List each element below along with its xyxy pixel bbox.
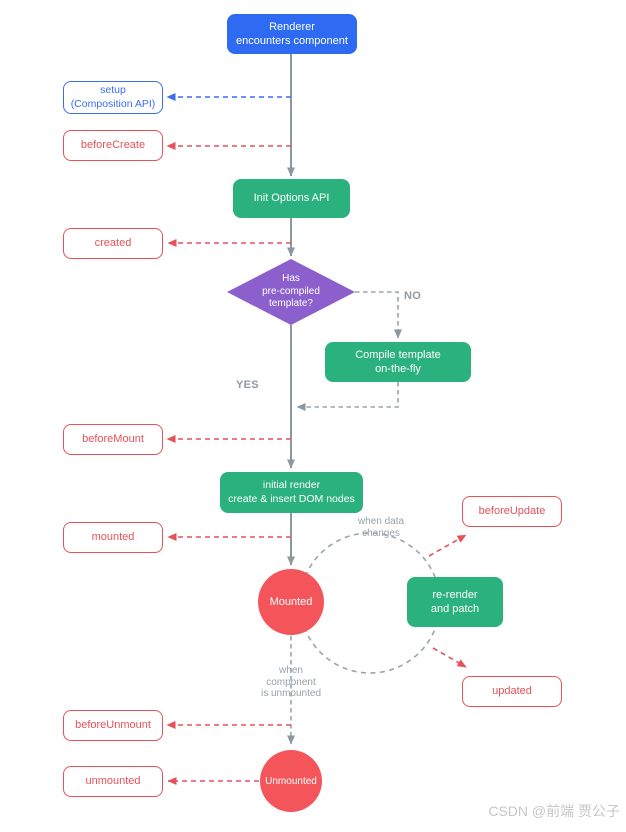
node-init-options-api: Init Options API — [233, 179, 350, 218]
edge-label-when-component-unmounted: when component is unmounted — [260, 665, 322, 699]
node-rerender-and-patch: re-render and patch — [407, 577, 503, 627]
node-created-hook: created — [63, 228, 163, 259]
node-updated-hook: updated — [462, 676, 562, 707]
edge-label-no: NO — [404, 290, 422, 302]
node-beforeunmount-hook: beforeUnmount — [63, 710, 163, 741]
node-beforemount-hook: beforeMount — [63, 424, 163, 455]
edge-label-when-data-changes: when data changes — [357, 516, 405, 539]
node-initial-render: initial render create & insert DOM nodes — [220, 472, 363, 513]
node-mounted-state: Mounted — [258, 569, 324, 635]
node-unmounted-state: Unmounted — [260, 750, 322, 812]
node-compile-template-on-the-fly: Compile template on-the-fly — [325, 342, 471, 382]
node-unmounted-hook: unmounted — [63, 766, 163, 797]
edge-label-yes: YES — [236, 379, 259, 391]
csdn-watermark: CSDN @前端 贾公子 — [488, 803, 620, 819]
node-setup-composition-api: setup (Composition API) — [63, 81, 163, 114]
node-mounted-hook: mounted — [63, 522, 163, 553]
node-beforecreate-hook: beforeCreate — [63, 130, 163, 161]
node-beforeupdate-hook: beforeUpdate — [462, 496, 562, 527]
node-renderer-encounters-component: Renderer encounters component — [227, 14, 357, 54]
